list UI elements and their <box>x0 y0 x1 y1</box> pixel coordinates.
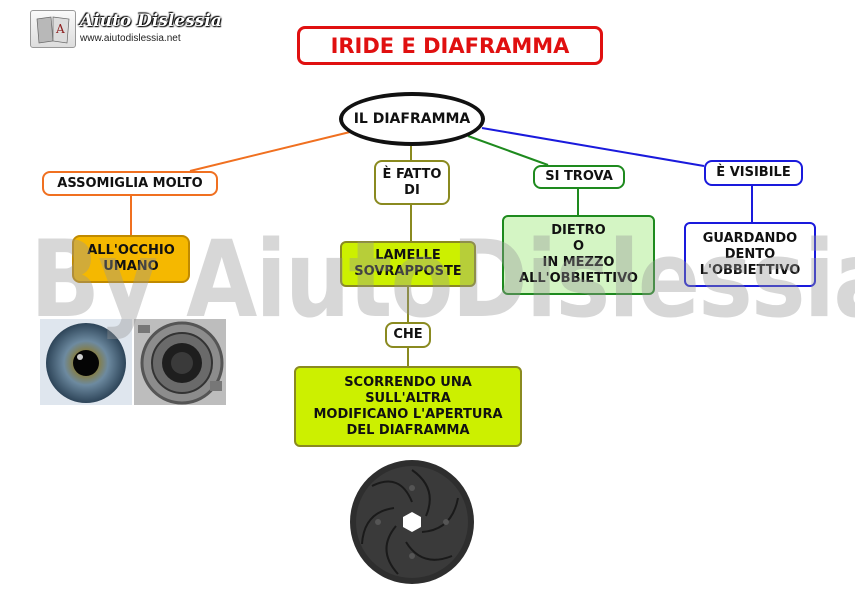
diaphragm-blades-photo <box>348 458 476 586</box>
shutter-blades-image <box>350 460 474 584</box>
book-icon: A <box>36 16 70 44</box>
diaphragm-mechanism-photo <box>134 319 226 405</box>
line-central-assomiglia <box>189 131 351 172</box>
link-che: CHE <box>385 322 431 348</box>
line-central-visibile <box>481 127 705 167</box>
mechanism-image <box>134 319 226 405</box>
link-assomiglia-molto: ASSOMIGLIA MOLTO <box>42 171 218 196</box>
line-central-trova <box>467 135 549 166</box>
central-node-diaframma: IL DIAFRAMMA <box>339 92 485 146</box>
node-occhio-umano: ALL'OCCHIO UMANO <box>72 235 190 283</box>
logo-url: www.aiutodislessia.net <box>80 33 181 44</box>
node-lamelle-sovrapposte: LAMELLE SOVRAPPOSTE <box>340 241 476 287</box>
node-guardando: GUARDANDO DENTO L'OBBIETTIVO <box>684 222 816 287</box>
page-title: IRIDE E DIAFRAMMA <box>297 26 603 65</box>
link-e-fatto-di: È FATTO DI <box>374 160 450 205</box>
eye-iris-image <box>40 319 132 405</box>
svg-text:A: A <box>55 22 65 36</box>
logo-title: Aiuto Dislessia <box>80 11 222 31</box>
link-si-trova: SI TROVA <box>533 165 625 189</box>
logo-book-icon: A <box>30 10 76 48</box>
node-dietro-obbiettivo: DIETRO O IN MEZZO ALL'OBBIETTIVO <box>502 215 655 295</box>
eye-photo <box>40 319 132 405</box>
link-e-visibile: È VISIBILE <box>704 160 803 186</box>
node-scorrendo: SCORRENDO UNA SULL'ALTRA MODIFICANO L'AP… <box>294 366 522 447</box>
